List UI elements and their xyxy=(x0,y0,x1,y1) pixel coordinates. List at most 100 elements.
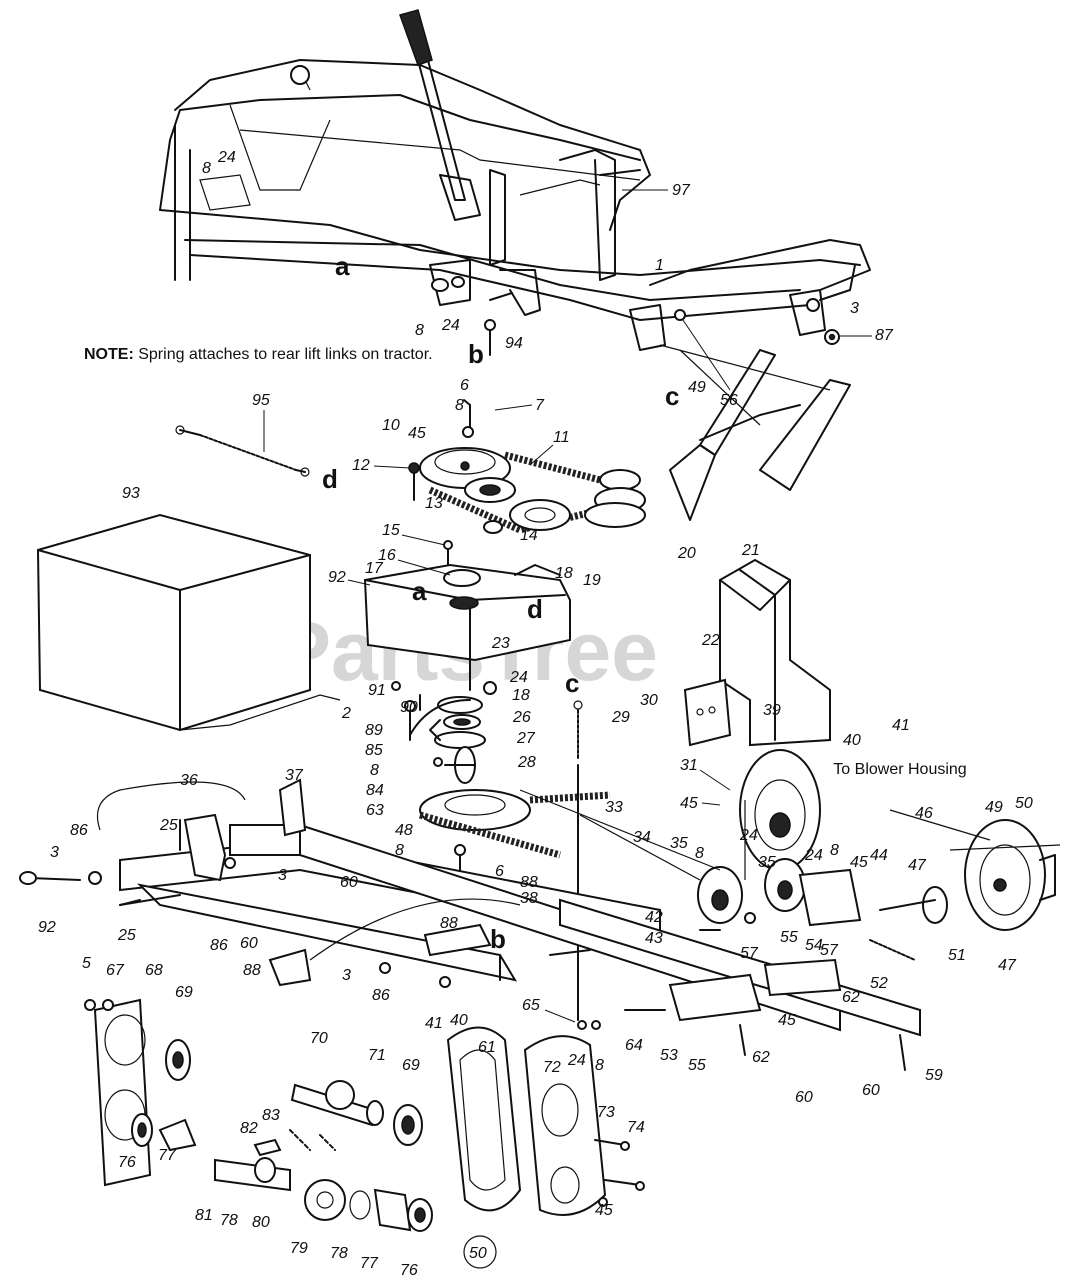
part-number-29: 29 xyxy=(611,709,630,726)
part-number-92: 92 xyxy=(328,569,346,586)
part-number-35: 35 xyxy=(758,854,776,871)
part-number-61: 61 xyxy=(478,1039,496,1056)
part-number-39: 39 xyxy=(763,702,781,719)
spring-29 xyxy=(573,700,583,1021)
part-number-6: 6 xyxy=(460,377,469,394)
part-number-22: 22 xyxy=(701,632,720,649)
part-number-41: 41 xyxy=(892,717,910,734)
part-number-88: 88 xyxy=(243,962,261,979)
part-number-97: 97 xyxy=(672,182,691,199)
part-number-63: 63 xyxy=(366,802,384,819)
part-number-31: 31 xyxy=(680,757,698,774)
note-text: NOTE: Spring attaches to rear lift links… xyxy=(84,345,434,364)
part-number-60: 60 xyxy=(240,935,258,952)
part-number-62: 62 xyxy=(842,989,860,1006)
part-number-12: 12 xyxy=(352,457,370,474)
part-number-45: 45 xyxy=(680,795,698,812)
part-number-35: 35 xyxy=(670,835,688,852)
part-number-59: 59 xyxy=(925,1067,943,1084)
part-number-19: 19 xyxy=(583,572,601,589)
part-number-94: 94 xyxy=(505,335,523,352)
part-number-13: 13 xyxy=(425,495,443,512)
part-number-36: 36 xyxy=(180,772,198,789)
part-number-47: 47 xyxy=(908,857,927,874)
letter-a-top: a xyxy=(335,251,350,281)
part-number-95: 95 xyxy=(252,392,270,409)
part-number-87: 87 xyxy=(875,327,894,344)
part-number-71: 71 xyxy=(368,1047,386,1064)
part-number-37: 37 xyxy=(285,767,304,784)
part-number-34: 34 xyxy=(633,829,651,846)
letter-b-top: b xyxy=(468,339,484,369)
part-number-92: 92 xyxy=(38,919,56,936)
part-number-10: 10 xyxy=(382,417,400,434)
part-number-79: 79 xyxy=(290,1240,308,1257)
part-number-53: 53 xyxy=(660,1047,678,1064)
part-number-24: 24 xyxy=(804,847,823,864)
part-number-89: 89 xyxy=(365,722,383,739)
part-number-62: 62 xyxy=(752,1049,770,1066)
belt-guard xyxy=(683,558,831,747)
part-number-45: 45 xyxy=(408,425,426,442)
letter-a-housing: a xyxy=(412,576,427,606)
page-number-circle xyxy=(463,1235,497,1269)
part-number-3: 3 xyxy=(850,300,859,317)
part-number-50: 50 xyxy=(1015,795,1033,812)
part-number-8: 8 xyxy=(830,842,839,859)
page-number: 50 xyxy=(469,1245,487,1262)
part-number-49: 49 xyxy=(688,379,706,396)
part-number-45: 45 xyxy=(595,1202,613,1219)
part-number-45: 45 xyxy=(778,1012,796,1029)
note-body: Spring attaches to rear lift links on tr… xyxy=(138,346,433,363)
part-number-15: 15 xyxy=(382,522,400,539)
part-number-40: 40 xyxy=(450,1012,468,1029)
part-number-88: 88 xyxy=(520,874,538,891)
part-number-60: 60 xyxy=(340,874,358,891)
part-number-24: 24 xyxy=(567,1052,586,1069)
part-number-3: 3 xyxy=(278,867,287,884)
gearbox-assembly xyxy=(84,998,645,1232)
part-number-30: 30 xyxy=(640,692,658,709)
spring-95 xyxy=(175,425,310,477)
part-number-8: 8 xyxy=(695,845,704,862)
box-93 xyxy=(36,513,341,732)
part-number-57: 57 xyxy=(820,942,839,959)
part-number-54: 54 xyxy=(805,937,823,954)
part-number-82: 82 xyxy=(240,1120,258,1137)
part-number-86: 86 xyxy=(70,822,88,839)
part-number-5: 5 xyxy=(82,955,91,972)
letter-c-spring: c xyxy=(565,668,579,698)
part-number-8: 8 xyxy=(202,160,211,177)
part-number-76: 76 xyxy=(400,1262,418,1279)
gear-housing xyxy=(363,540,571,695)
part-number-52: 52 xyxy=(870,975,888,992)
part-number-3: 3 xyxy=(342,967,351,984)
tractor-frame-assembly xyxy=(159,9,871,521)
part-number-44: 44 xyxy=(870,847,888,864)
part-number-80: 80 xyxy=(252,1214,270,1231)
part-number-callouts: 8 24 97 1 3 87 8 24 94 49 56 95 6 8 7 10… xyxy=(38,149,1033,1279)
part-number-8: 8 xyxy=(370,762,379,779)
part-number-65: 65 xyxy=(522,997,540,1014)
part-number-47: 47 xyxy=(998,957,1017,974)
part-number-6: 6 xyxy=(495,863,504,880)
part-number-93: 93 xyxy=(122,485,140,502)
drive-pulleys xyxy=(519,749,821,931)
part-number-11: 11 xyxy=(553,429,570,446)
part-number-70: 70 xyxy=(310,1030,328,1047)
part-number-91: 91 xyxy=(368,682,386,699)
letter-c-top: c xyxy=(665,381,679,411)
part-number-40: 40 xyxy=(843,732,861,749)
part-number-88: 88 xyxy=(440,915,458,932)
part-number-25: 25 xyxy=(159,817,178,834)
part-number-64: 64 xyxy=(625,1037,643,1054)
part-number-1: 1 xyxy=(655,257,664,274)
part-number-78: 78 xyxy=(220,1212,238,1229)
part-number-24: 24 xyxy=(441,317,460,334)
note-label: NOTE: xyxy=(84,346,134,363)
part-number-60: 60 xyxy=(795,1089,813,1106)
part-number-20: 20 xyxy=(677,545,696,562)
part-number-69: 69 xyxy=(402,1057,420,1074)
part-number-8: 8 xyxy=(395,842,404,859)
part-number-43: 43 xyxy=(645,930,663,947)
